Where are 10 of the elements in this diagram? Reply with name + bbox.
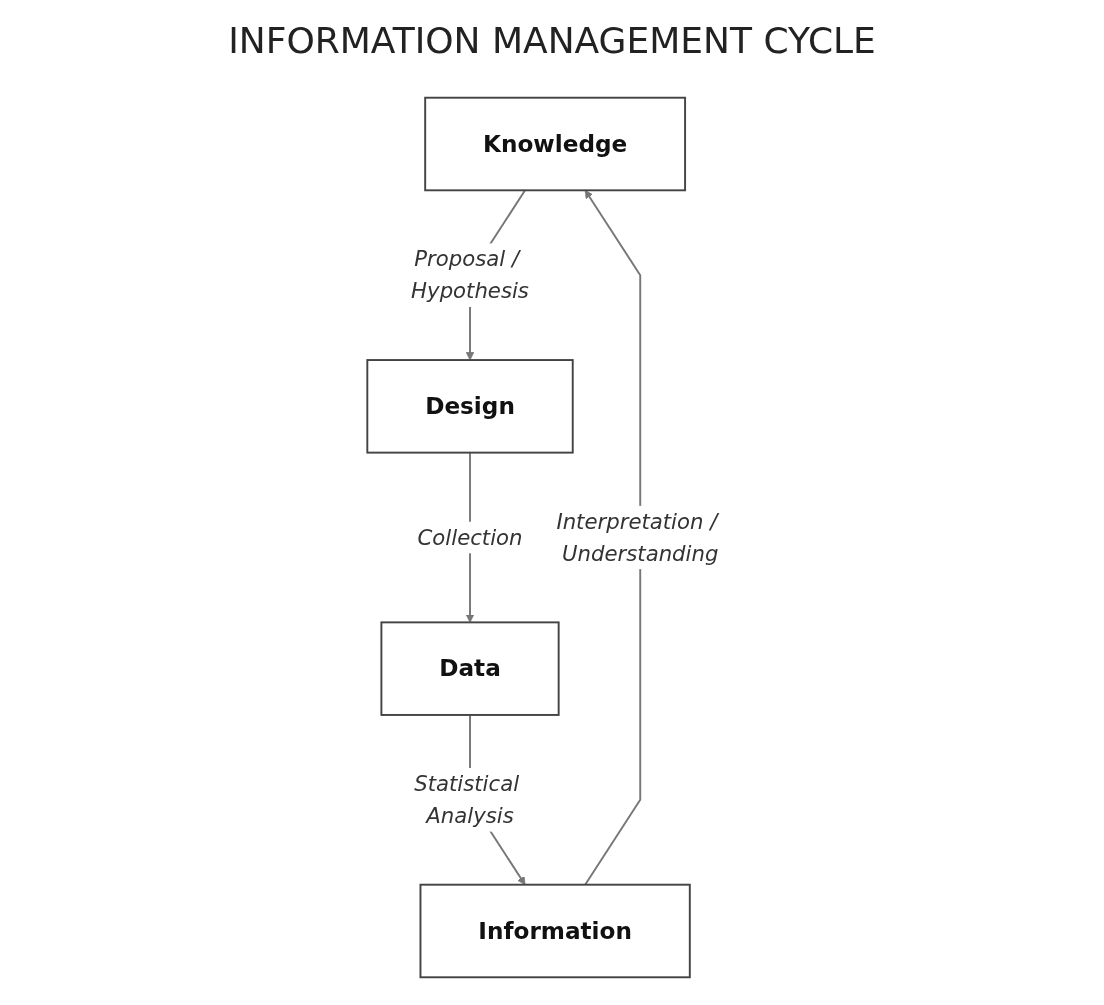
node-box: Data — [380, 621, 560, 716]
edge-label: Proposal / Hypothesis — [411, 247, 529, 304]
node-box: Design — [366, 359, 574, 454]
diagram-title: INFORMATION MANAGEMENT CYCLE — [227, 20, 877, 61]
edge-label: Collection — [417, 525, 523, 550]
edge-label: Interpretation / Understanding — [556, 509, 719, 566]
node-box: Knowledge — [424, 96, 687, 192]
edge-label: Statistical Analysis — [414, 771, 520, 828]
node-box: Information — [419, 883, 691, 979]
arrow — [584, 189, 642, 886]
